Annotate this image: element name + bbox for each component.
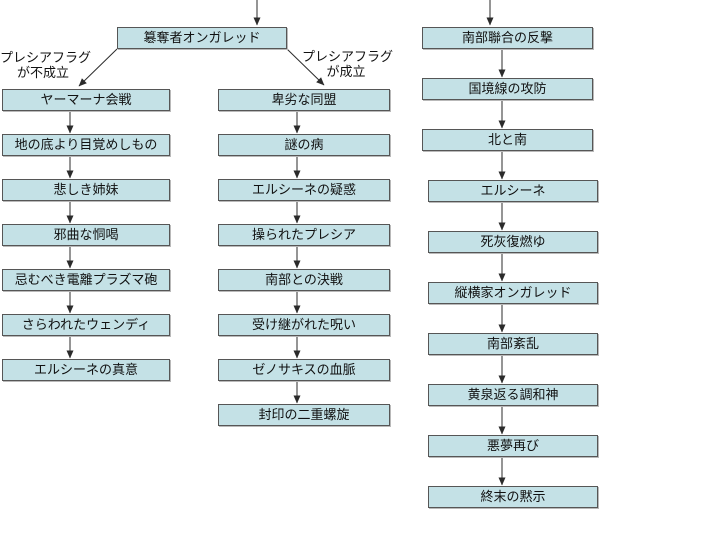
flow-node-right-9: 終末の黙示	[428, 486, 598, 508]
flow-node-middle-7: 封印の二重螺旋	[218, 404, 390, 426]
flow-node-middle-4: 南部との決戦	[218, 269, 390, 291]
branch-label-line2: が不成立	[16, 66, 69, 81]
flow-node-right-0: 南部聯合の反撃	[422, 27, 593, 49]
flow-node-left-2: 悲しき姉妹	[2, 179, 170, 201]
flow-node-middle-3: 操られたプレシア	[218, 224, 390, 246]
branch-label-flag-unmet: プレシアフラグ が不成立	[0, 51, 92, 81]
flow-node-left-5: さらわれたウェンディ	[2, 314, 170, 336]
branch-label-line2: が成立	[326, 65, 366, 80]
flow-node-right-7: 黄泉返る調和神	[428, 384, 598, 406]
flow-node-middle-0: 卑劣な同盟	[218, 89, 390, 111]
flow-node-left-1: 地の底より目覚めしもの	[2, 134, 170, 156]
branch-label-line1: プレシアフラグ	[302, 50, 394, 65]
flow-node-middle-2: エルシーネの疑惑	[218, 179, 390, 201]
branch-label-line1: プレシアフラグ	[0, 51, 92, 66]
flow-node-middle-6: ゼノサキスの血脈	[218, 359, 390, 381]
flow-node-middle-5: 受け継がれた呪い	[218, 314, 390, 336]
flow-node-left-6: エルシーネの真意	[2, 359, 170, 381]
flow-node-right-6: 南部紊乱	[428, 333, 598, 355]
branch-label-flag-met: プレシアフラグ が成立	[302, 50, 394, 80]
flow-node-root: 簒奪者オンガレッド	[117, 27, 287, 49]
flow-node-middle-1: 謎の病	[218, 134, 390, 156]
flow-node-right-3: エルシーネ	[428, 180, 598, 202]
flow-node-left-0: ヤーマーナ会戦	[2, 89, 170, 111]
flow-node-right-2: 北と南	[422, 129, 593, 151]
flow-node-left-4: 忌むべき電離プラズマ砲	[2, 269, 170, 291]
flow-node-right-8: 悪夢再び	[428, 435, 598, 457]
flow-node-right-4: 死灰復燃ゆ	[428, 231, 598, 253]
flow-node-left-3: 邪曲な恫喝	[2, 224, 170, 246]
flow-node-right-5: 縦横家オンガレッド	[428, 282, 598, 304]
flow-node-right-1: 国境線の攻防	[422, 78, 593, 100]
